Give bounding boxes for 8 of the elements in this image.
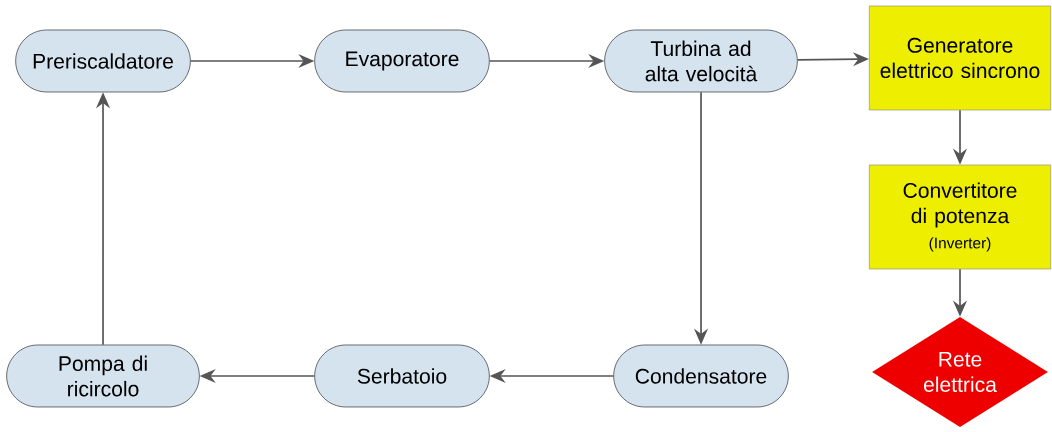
rounded-box: Condensatore [613,344,789,408]
rounded-box: Pompa di ricircolo [6,344,200,408]
process-box: Convertitore di potenza (Inverter) [869,164,1051,270]
process-box: Generatore elettrico sincrono [869,5,1051,111]
rounded-box: Turbina ad alta velocità [604,29,798,93]
rounded-box: Serbatoio [314,344,490,408]
rounded-box: Evaporatore [314,29,490,93]
rounded-box: Preriscaldatore [15,29,191,93]
